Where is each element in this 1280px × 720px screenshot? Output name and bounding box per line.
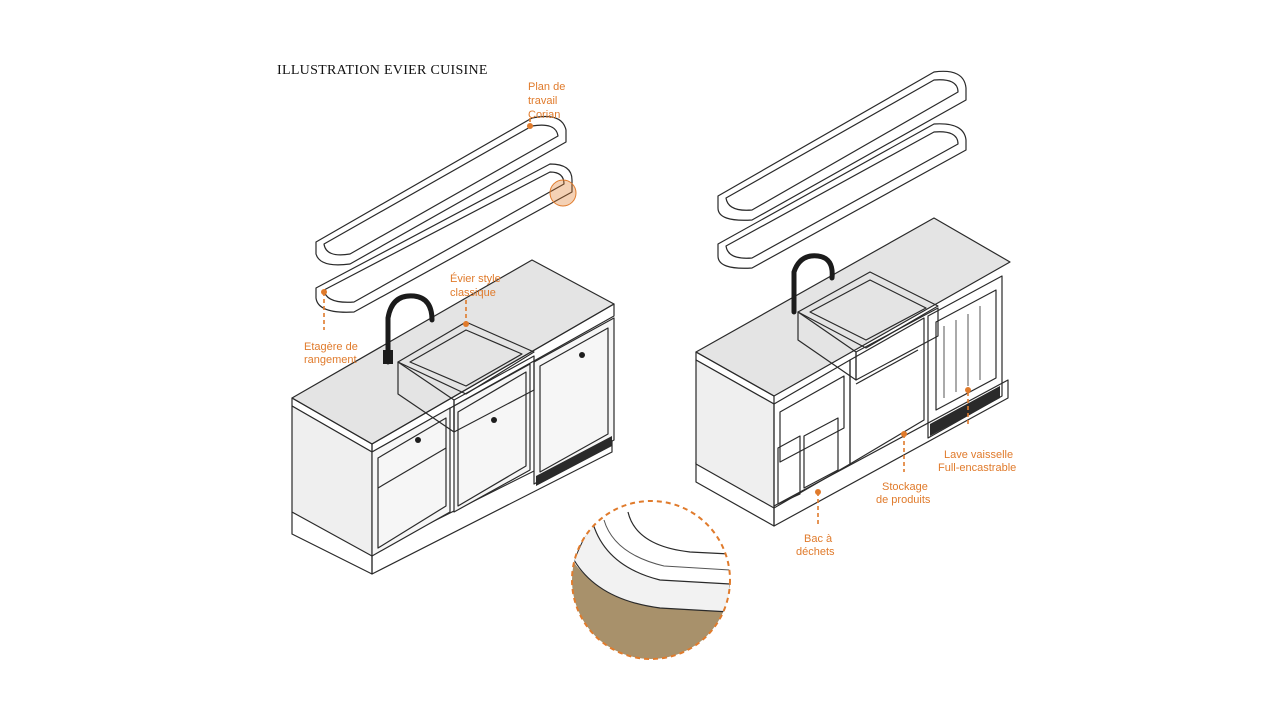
label-etagere: Etagère de rangement — [304, 341, 361, 366]
shelf-lower-left — [315, 163, 573, 313]
label-plan-de-travail: Plan de travail Corian — [528, 81, 568, 121]
right-cabinet — [695, 217, 1011, 527]
detail-highlight-marker — [549, 179, 577, 207]
label-stockage: Stockage de produits — [876, 481, 931, 506]
shelf-upper-right — [717, 70, 967, 221]
label-bac-a-dechets: Bac à déchets — [796, 533, 835, 558]
shelf-upper-left — [315, 115, 567, 266]
diagram-title: ILLUSTRATION EVIER CUISINE — [277, 63, 488, 78]
right-assembly: Lave vaisselle Full-encastrable Stockage… — [695, 70, 1016, 558]
edge-detail-zoom — [571, 500, 731, 660]
label-lave-vaisselle: Lave vaisselle Full-encastrable — [938, 449, 1016, 474]
shelf-lower-right — [717, 123, 967, 269]
left-cabinet — [291, 259, 615, 575]
label-evier: Évier style classique — [450, 272, 504, 299]
left-assembly: Plan de travail Corian Évier style class… — [291, 81, 615, 575]
